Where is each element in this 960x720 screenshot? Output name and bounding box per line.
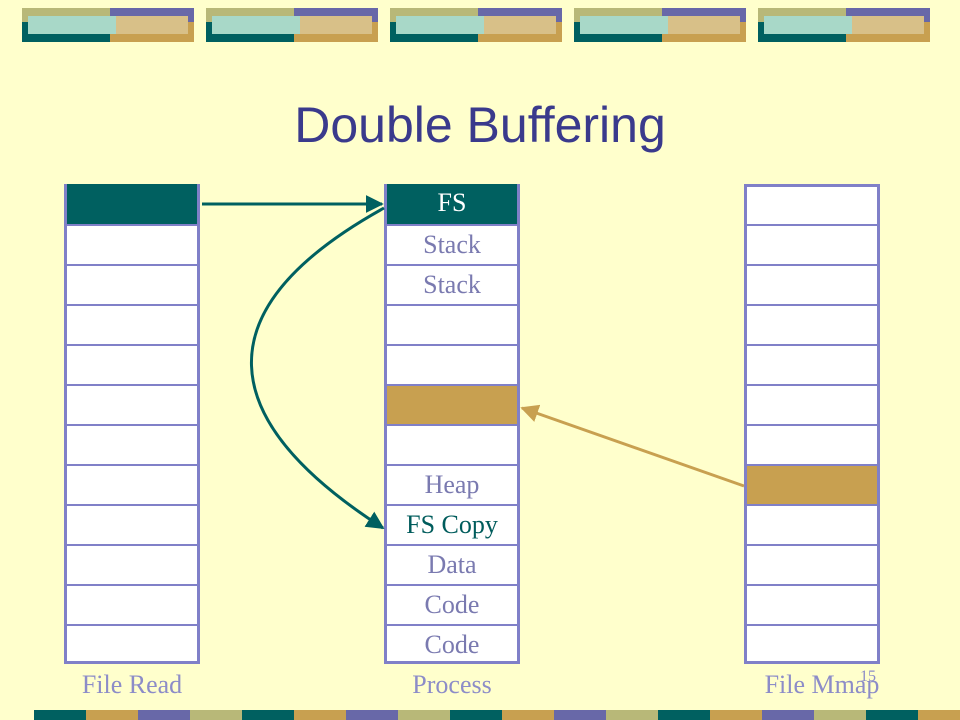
file-mmap-column [744, 184, 880, 664]
footer-pattern-block [502, 710, 554, 720]
footer-pattern-block [138, 710, 190, 720]
footer-pattern-block [710, 710, 762, 720]
file-mmap-cell [747, 584, 877, 624]
file-read-cell [67, 584, 197, 624]
footer-pattern-block [242, 710, 294, 720]
footer-pattern-block [346, 710, 398, 720]
file-read-cell [67, 384, 197, 424]
process-cell: Stack [387, 264, 517, 304]
process-cell: Code [387, 584, 517, 624]
file-read-cell [67, 184, 197, 224]
file-mmap-cell [747, 504, 877, 544]
process-cell: FS Copy [387, 504, 517, 544]
file-mmap-cell [747, 264, 877, 304]
process-cell [387, 304, 517, 344]
footer-pattern-block [762, 710, 814, 720]
file-read-cell [67, 464, 197, 504]
process-cell: Code [387, 624, 517, 664]
process-cell [387, 424, 517, 464]
process-cell [387, 384, 517, 424]
file-mmap-cell [747, 624, 877, 664]
footer-pattern-block [606, 710, 658, 720]
file-read-cell [67, 504, 197, 544]
header-pattern-block [668, 16, 740, 34]
process-cell [387, 344, 517, 384]
footer-pattern-block [918, 710, 960, 720]
footer-pattern-block [294, 710, 346, 720]
footer-pattern-block [554, 710, 606, 720]
file-read-cell [67, 544, 197, 584]
footer-pattern-block [814, 710, 866, 720]
header-pattern-block [852, 16, 924, 34]
file-read-cell [67, 344, 197, 384]
file-read-cell [67, 624, 197, 664]
file-mmap-cell [747, 224, 877, 264]
footer-pattern-block [658, 710, 710, 720]
file-mmap-cell [747, 304, 877, 344]
file-read-cell [67, 304, 197, 344]
file-mmap-cell [747, 384, 877, 424]
header-pattern-block [116, 16, 188, 34]
process-cell: FS [387, 184, 517, 224]
file-read-cell [67, 264, 197, 304]
file-mmap-cell [747, 544, 877, 584]
footer-pattern-block [866, 710, 918, 720]
file-read-cell [67, 424, 197, 464]
footer-pattern-block [34, 710, 86, 720]
process-cell: Data [387, 544, 517, 584]
file-read-cell [67, 224, 197, 264]
arrow-mmap-to-process [520, 404, 745, 488]
file-mmap-cell [747, 344, 877, 384]
footer-pattern-block [450, 710, 502, 720]
process-cell: Heap [387, 464, 517, 504]
arrow-fs-to-fs-copy [250, 206, 385, 530]
header-pattern [22, 8, 930, 42]
slide-title: Double Buffering [294, 97, 666, 153]
file-read-label: File Read [81, 670, 183, 699]
header-pattern-block [300, 16, 372, 34]
file-mmap-label: File Mmap [764, 670, 880, 699]
slide-number: 15 [860, 668, 876, 685]
header-pattern-block [484, 16, 556, 34]
process-cell: Stack [387, 224, 517, 264]
file-mmap-cell [747, 464, 877, 504]
footer-pattern-block [86, 710, 138, 720]
file-mmap-cell [747, 424, 877, 464]
process-label: Process [412, 670, 492, 699]
file-read-column [64, 184, 200, 664]
footer-pattern-block [398, 710, 450, 720]
footer-pattern [34, 710, 960, 720]
footer-pattern-block [190, 710, 242, 720]
